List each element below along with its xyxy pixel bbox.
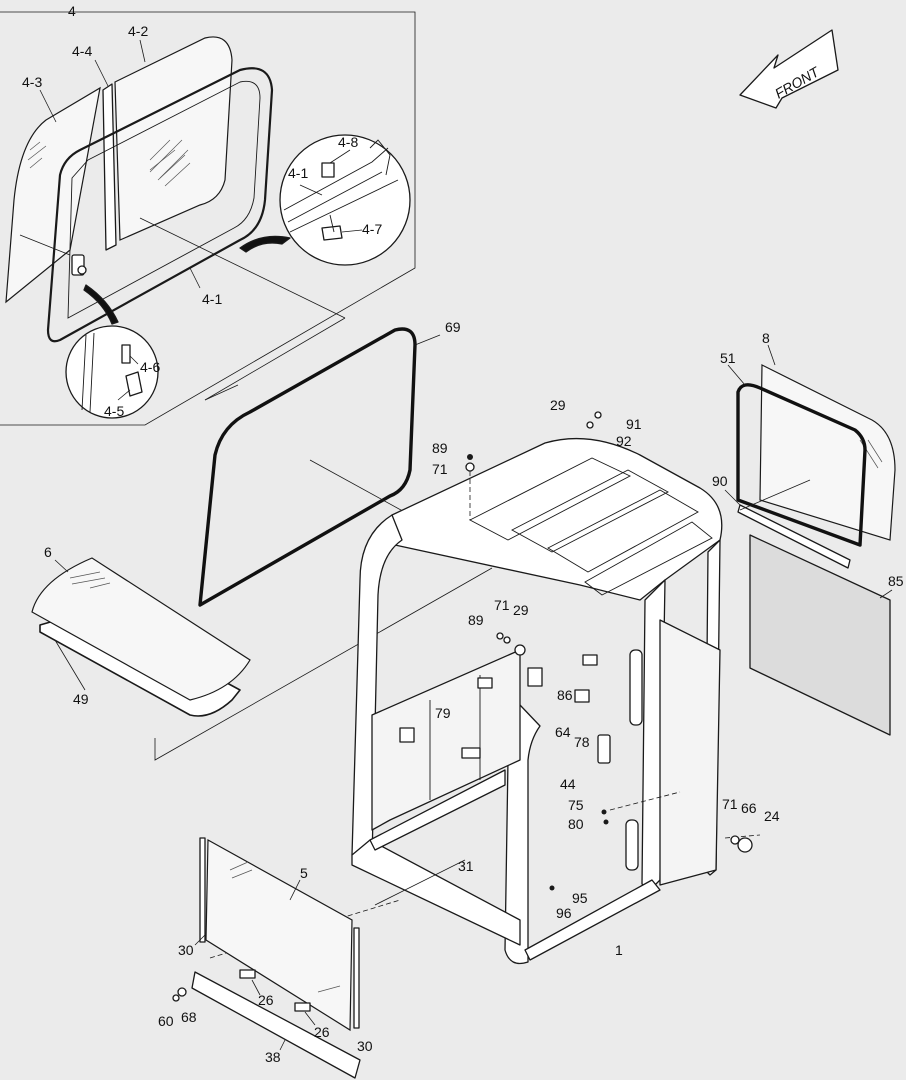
door-glass-4-3	[5, 86, 101, 304]
callout-92: 92	[616, 433, 632, 449]
callout-4: 4	[68, 3, 76, 19]
door-assembly-inset	[0, 11, 416, 426]
callout-4-8: 4-8	[338, 134, 358, 150]
callout-89-mid: 89	[468, 612, 484, 628]
callout-4-7: 4-7	[362, 221, 382, 237]
callout-79: 79	[435, 705, 451, 721]
callout-8: 8	[762, 330, 770, 346]
callout-4-2: 4-2	[128, 23, 148, 39]
door-frame-4-1	[46, 67, 274, 343]
callout-4-4: 4-4	[72, 43, 92, 59]
detail-circle-upper	[279, 134, 411, 266]
callout-78: 78	[574, 734, 590, 750]
door-seal-4-4	[102, 83, 117, 251]
callout-71-right: 71	[722, 796, 738, 812]
callout-49: 49	[73, 691, 89, 707]
cab-frame-1	[209, 437, 761, 965]
callout-4-1-upper: 4-1	[288, 165, 308, 181]
callout-95: 95	[572, 890, 588, 906]
callout-4-6: 4-6	[140, 359, 160, 375]
callout-60: 60	[158, 1013, 174, 1029]
callout-24: 24	[764, 808, 780, 824]
fasteners	[465, 411, 753, 891]
right-glass-group	[724, 344, 896, 736]
callout-4-1-lower: 4-1	[202, 291, 222, 307]
callout-4-5: 4-5	[104, 403, 124, 419]
callout-89-top: 89	[432, 440, 448, 456]
callout-69: 69	[445, 319, 461, 335]
callout-1: 1	[615, 942, 623, 958]
callout-51: 51	[720, 350, 736, 366]
callout-29-mid: 29	[513, 602, 529, 618]
door-glass-4-2	[114, 36, 233, 241]
callout-85: 85	[888, 573, 904, 589]
front-direction-arrow: FRONT	[739, 29, 839, 109]
side-glass-69	[198, 317, 441, 607]
callout-91: 91	[626, 416, 642, 432]
callout-30-left: 30	[178, 942, 194, 958]
callout-30-right: 30	[357, 1038, 373, 1054]
callout-6: 6	[44, 544, 52, 560]
roof-glass-6-49	[31, 557, 493, 761]
callout-31: 31	[458, 858, 474, 874]
callout-66: 66	[741, 800, 757, 816]
callout-38: 38	[265, 1049, 281, 1065]
callout-68: 68	[181, 1009, 197, 1025]
callout-71-mid: 71	[494, 597, 510, 613]
rear-glass-group	[172, 837, 361, 1079]
callout-26-left: 26	[258, 992, 274, 1008]
callout-5: 5	[300, 865, 308, 881]
callout-29-top: 29	[550, 397, 566, 413]
callout-71-top: 71	[432, 461, 448, 477]
callout-26-right: 26	[314, 1024, 330, 1040]
callout-75: 75	[568, 797, 584, 813]
callout-64: 64	[555, 724, 571, 740]
callout-96: 96	[556, 905, 572, 921]
callout-labels: 4 4-2 4-4 4-3 4-8 4-1 4-7 4-1 4-6 4-5 69…	[22, 3, 904, 1065]
callout-80: 80	[568, 816, 584, 832]
callout-86: 86	[557, 687, 573, 703]
callout-90: 90	[712, 473, 728, 489]
callout-4-3: 4-3	[22, 74, 42, 90]
callout-44: 44	[560, 776, 576, 792]
